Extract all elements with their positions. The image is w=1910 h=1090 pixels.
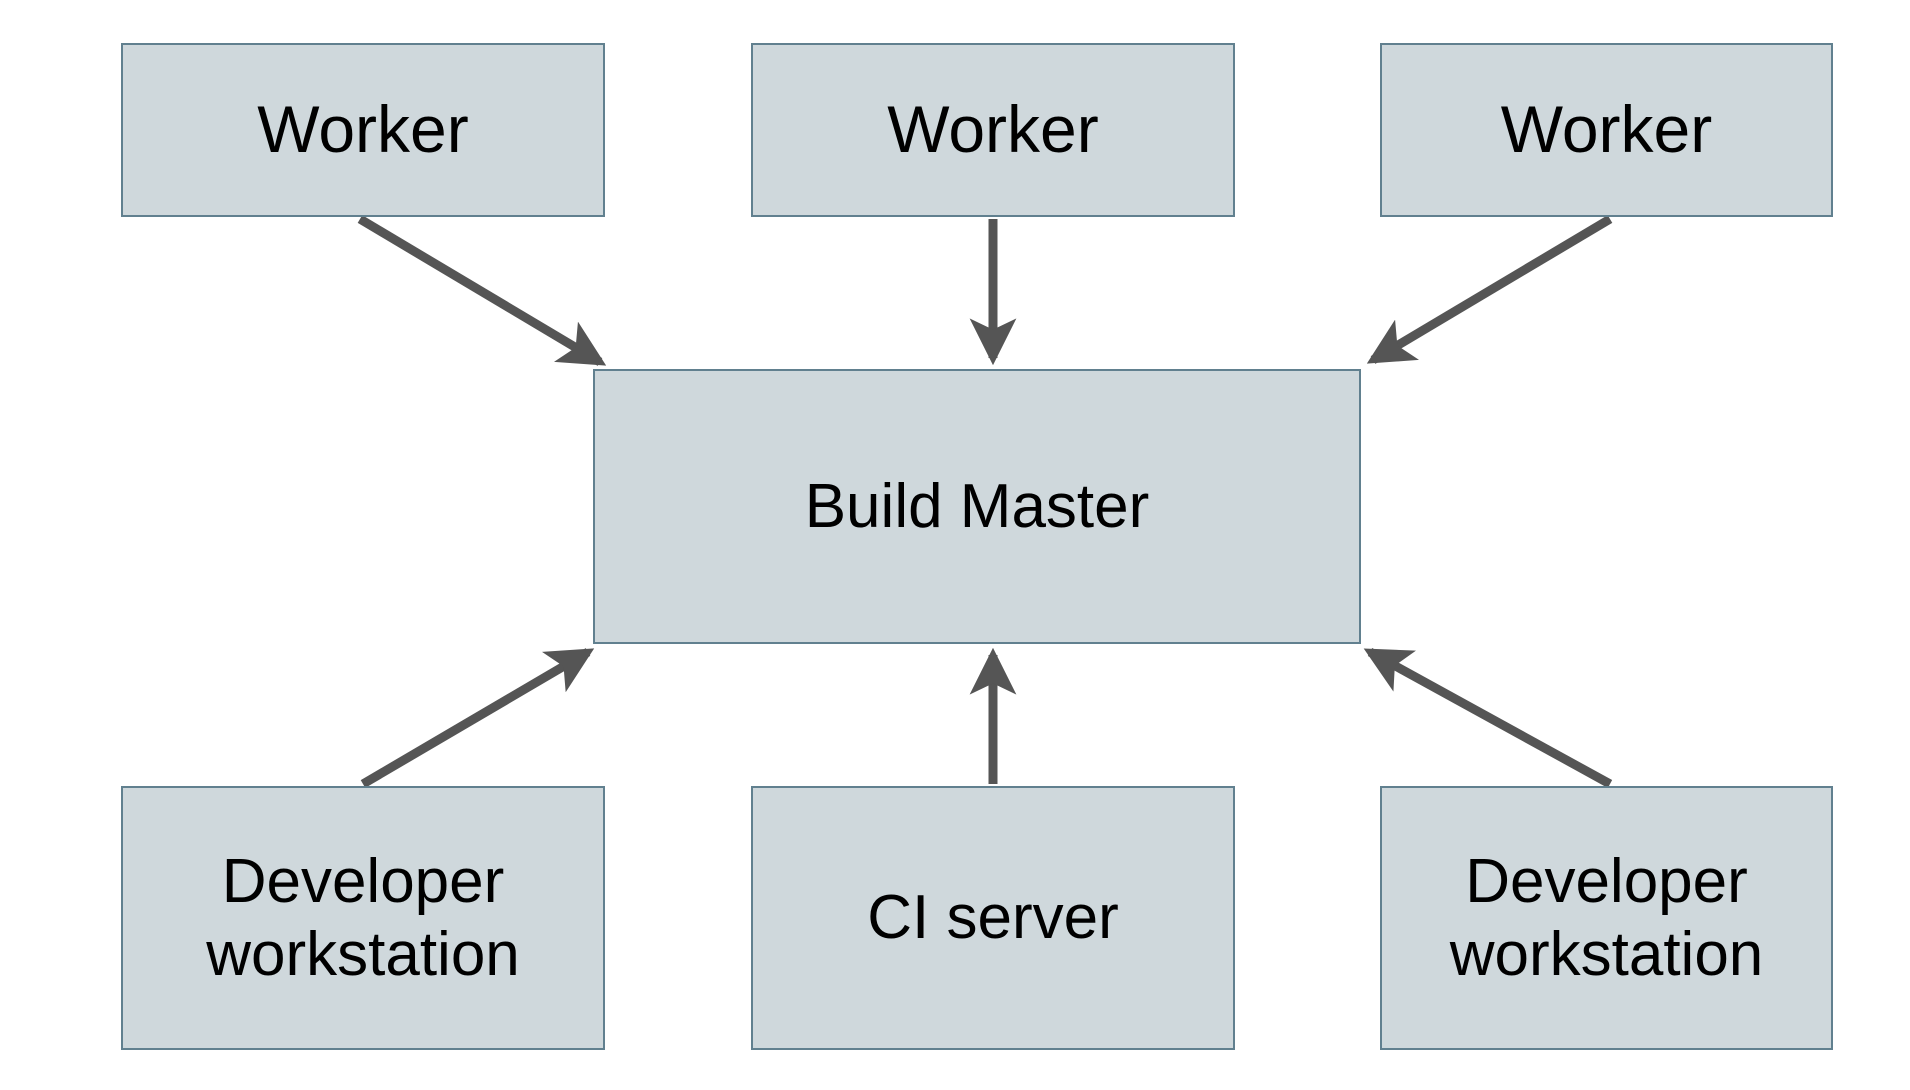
- node-worker-2[interactable]: Worker: [751, 43, 1235, 217]
- node-ci-server[interactable]: CI server: [751, 786, 1235, 1050]
- node-worker-2-label: Worker: [887, 92, 1099, 167]
- node-ci-server-label: CI server: [867, 883, 1119, 953]
- node-worker-1[interactable]: Worker: [121, 43, 605, 217]
- node-worker-3[interactable]: Worker: [1380, 43, 1833, 217]
- node-developer-workstation-right[interactable]: Developer workstation: [1380, 786, 1833, 1050]
- node-worker-1-label: Worker: [257, 92, 469, 167]
- node-developer-workstation-right-label: Developer workstation: [1449, 846, 1764, 989]
- node-build-master[interactable]: Build Master: [593, 369, 1361, 644]
- edge-devleft-to-master: [360, 648, 595, 788]
- node-developer-workstation-left[interactable]: Developer workstation: [121, 786, 605, 1050]
- node-developer-workstation-left-label: Developer workstation: [206, 846, 520, 989]
- node-build-master-label: Build Master: [804, 471, 1150, 541]
- edge-devright-to-master: [1363, 648, 1613, 788]
- edge-worker1-to-master: [357, 215, 607, 366]
- node-worker-3-label: Worker: [1500, 92, 1713, 167]
- edge-worker3-to-master: [1366, 215, 1613, 364]
